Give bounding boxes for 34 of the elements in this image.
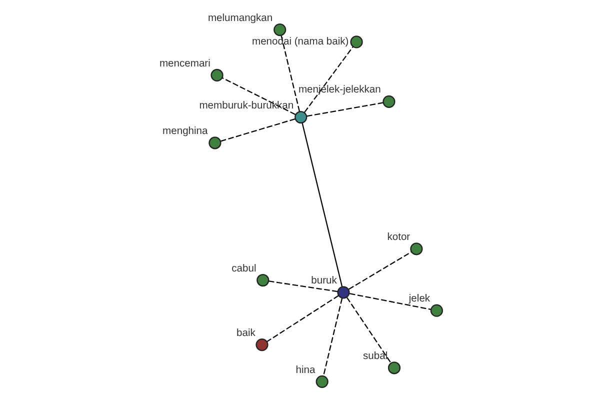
node-circle	[255, 338, 268, 352]
node-label: subal	[362, 350, 388, 362]
connector	[268, 280, 338, 292]
connector	[280, 36, 300, 112]
node-circle	[350, 36, 362, 48]
connector	[301, 122, 342, 287]
node-circle	[208, 136, 221, 150]
node-label: hina	[295, 364, 315, 376]
node-label: menghina	[162, 126, 208, 137]
node-label: buruk	[310, 275, 336, 286]
connector	[220, 118, 295, 142]
connector	[322, 298, 342, 376]
connector	[348, 252, 412, 290]
node-label: jelek	[408, 294, 430, 305]
connector	[306, 102, 383, 117]
node-label: menodai (nama baik)	[252, 36, 348, 48]
node-circle	[294, 110, 307, 124]
node-circle	[430, 304, 442, 317]
node-circle	[256, 274, 269, 287]
node-label: baik	[236, 328, 255, 339]
node-circle	[210, 68, 223, 82]
node-circle	[382, 95, 395, 108]
node-circle	[410, 242, 422, 256]
node-label: kotor	[386, 232, 410, 243]
connector	[346, 297, 391, 364]
node-circle	[387, 362, 400, 374]
connector	[348, 293, 431, 310]
node-circle	[336, 286, 350, 299]
node-label: cabul	[231, 263, 256, 274]
node-label: mencemari	[158, 58, 210, 70]
connector	[266, 295, 338, 342]
node-circle	[273, 23, 286, 36]
node-circle	[315, 375, 328, 388]
node-label: melumangkan	[207, 12, 272, 24]
